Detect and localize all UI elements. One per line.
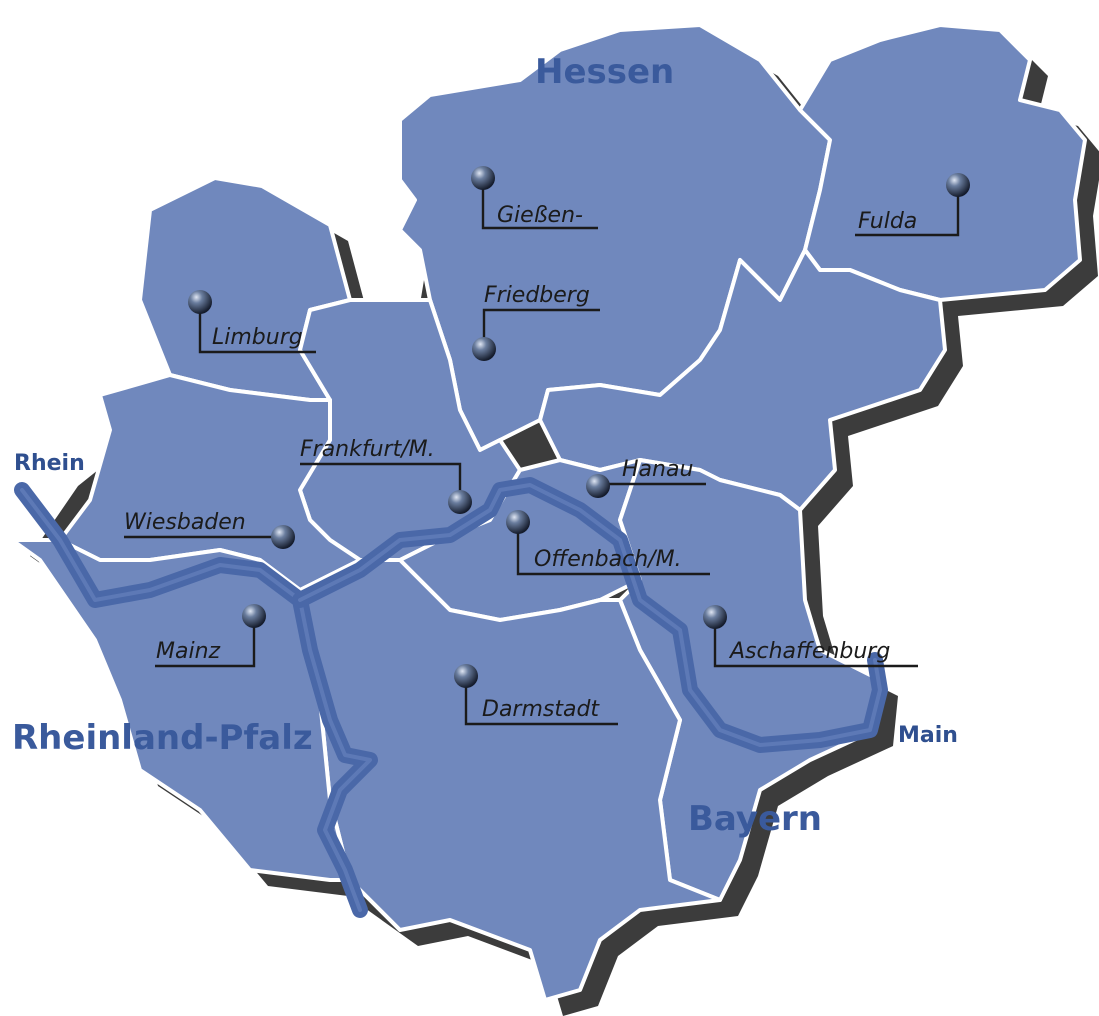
leader-friedberg [482,308,600,345]
city-label-hanau: Hanau [622,457,693,482]
leader-frankfurt [300,462,462,500]
leader-limburg [198,304,316,354]
city-label-giessen: Gießen- [497,203,583,228]
region-labels: Hessen Rheinland-Pfalz Bayern [12,52,822,839]
pin-limburg[interactable] [188,290,212,314]
leader-giessen [481,182,598,230]
city-label-frankfurt: Frankfurt/M. [300,437,435,462]
city-pins [188,166,970,688]
pin-frankfurt[interactable] [448,490,472,514]
city-label-darmstadt: Darmstadt [482,697,600,722]
region-label-hessen: Hessen [535,52,674,92]
river-main-highlight [298,483,882,747]
leader-darmstadt [464,676,618,726]
pin-darmstadt[interactable] [454,664,478,688]
region-label-bayern: Bayern [688,799,822,839]
region-label-rheinland-pfalz: Rheinland-Pfalz [12,718,313,758]
river-labels: Rhein Main [14,451,958,748]
region-fulda [798,23,1087,302]
pin-hanau[interactable] [586,474,610,498]
city-label-fulda: Fulda [858,209,917,234]
city-label-offenbach: Offenbach/M. [534,547,682,572]
city-label-limburg: Limburg [212,325,303,350]
leader-offenbach [516,522,710,576]
river-label-rhein: Rhein [14,451,85,476]
pin-offenbach[interactable] [506,510,530,534]
pin-wiesbaden[interactable] [271,525,295,549]
pin-friedberg[interactable] [472,337,496,361]
leader-lines [124,182,960,726]
city-label-mainz: Mainz [156,639,221,664]
river-label-main: Main [898,723,958,748]
pin-giessen[interactable] [471,166,495,190]
leader-mainz [155,616,256,668]
pin-aschaffenburg[interactable] [703,605,727,629]
city-label-wiesbaden: Wiesbaden [124,510,246,535]
pin-mainz[interactable] [242,604,266,628]
city-labels: Gießen- Friedberg Fulda Limburg Frankfur… [124,203,917,722]
city-label-aschaffenburg: Aschaffenburg [728,639,890,664]
pin-fulda[interactable] [946,173,970,197]
city-label-friedberg: Friedberg [484,283,590,308]
leader-fulda [855,188,960,237]
river-rhein-highlight [20,488,372,912]
rivers [14,477,888,918]
leader-aschaffenburg [713,618,918,668]
